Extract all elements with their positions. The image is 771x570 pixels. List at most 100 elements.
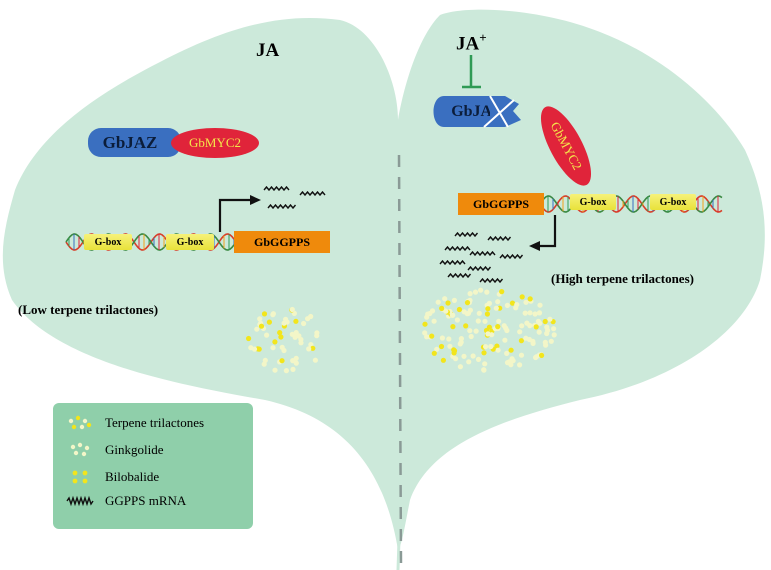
promoter-right: GbGGPPS xyxy=(458,193,544,215)
mrna-left xyxy=(299,190,326,197)
ja-signal-right: JA+ xyxy=(456,30,487,55)
promoter-left: GbGGPPS xyxy=(234,231,330,253)
right-bilobalide-dot xyxy=(456,306,462,313)
right-bilobalide-dot xyxy=(495,324,501,330)
right-ginkgolide-dot xyxy=(475,356,482,362)
right-ginkgolide-dot xyxy=(435,299,441,305)
right-ginkgolide-dot xyxy=(532,311,538,317)
right-ginkgolide-dot xyxy=(537,302,543,308)
mrna-right xyxy=(444,245,471,252)
right-ginkgolide-dot xyxy=(473,328,479,334)
right-bilobalide-dot xyxy=(431,350,437,356)
right-ginkgolide-dot xyxy=(422,330,428,336)
left-bilobalide-dot xyxy=(261,311,268,317)
right-ginkgolide-dot xyxy=(527,323,533,329)
left-ginkgolide-dot xyxy=(264,332,270,338)
right-ginkgolide-dot xyxy=(481,367,487,373)
right-ginkgolide-dot xyxy=(453,356,459,362)
right-ginkgolide-dot xyxy=(482,318,488,324)
left-ginkgolide-dot xyxy=(296,333,302,339)
right-ginkgolide-dot xyxy=(451,297,457,303)
right-bilobalide-dot xyxy=(542,318,548,325)
right-bilobalide-dot xyxy=(494,343,500,349)
left-bilobalide-dot xyxy=(293,318,299,324)
degraded-jaz-protein xyxy=(433,96,521,127)
right-ginkgolide-dot xyxy=(476,310,482,316)
right-bilobalide-dot xyxy=(508,347,514,353)
right-ginkgolide-dot xyxy=(485,331,491,337)
mrna-right xyxy=(454,231,479,238)
right-ginkgolide-dot xyxy=(478,287,484,293)
left-ginkgolide-dot xyxy=(312,357,318,363)
left-ginkgolide-dot xyxy=(301,320,307,327)
left-ginkgolide-dot xyxy=(305,316,311,322)
right-ginkgolide-dot xyxy=(424,314,430,320)
right-ginkgolide-dot xyxy=(519,323,525,329)
mrna-right xyxy=(469,250,496,257)
left-bilobalide-dot xyxy=(310,345,316,351)
right-ginkgolide-dot xyxy=(483,344,489,350)
right-ginkgolide-dot xyxy=(454,317,460,323)
right-ginkgolide-dot xyxy=(449,312,455,318)
right-ginkgolide-dot xyxy=(503,325,509,331)
left-ginkgolide-dot xyxy=(306,346,312,352)
right-ginkgolide-dot xyxy=(495,347,501,353)
gbox-left-2: G-box xyxy=(166,234,214,250)
right-ginkgolide-dot xyxy=(424,334,430,340)
left-bilobalide-dot xyxy=(278,334,284,340)
right-ginkgolide-dot xyxy=(504,350,510,356)
right-ginkgolide-dot xyxy=(466,359,472,365)
left-bilobalide-dot xyxy=(246,335,252,342)
outcome-right: (High terpene trilactones) xyxy=(551,271,694,286)
jaz-label-right: GbJAZ xyxy=(451,102,503,120)
jaz-crack-2 xyxy=(483,99,515,128)
mrna-right xyxy=(467,265,492,272)
right-bilobalide-dot xyxy=(463,323,469,329)
right-ginkgolide-dot xyxy=(447,343,453,349)
right-bilobalide-dot xyxy=(464,300,471,306)
right-ginkgolide-dot xyxy=(523,299,529,305)
right-ginkgolide-dot xyxy=(533,354,540,360)
mrna-wave-icon xyxy=(66,495,94,507)
legend-panel: Terpene trilactones Ginkgolide Bilobalid… xyxy=(53,403,253,529)
right-bilobalide-dot xyxy=(485,306,491,312)
right-ginkgolide-dot xyxy=(439,335,445,341)
left-ginkgolide-dot xyxy=(257,316,263,322)
mrna-right xyxy=(447,272,472,279)
pale-dots-icon xyxy=(70,442,90,457)
right-bilobalide-dot xyxy=(533,324,539,330)
right-ginkgolide-dot xyxy=(465,310,472,316)
mrna-right-group xyxy=(439,231,524,284)
right-bilobalide-dot xyxy=(451,350,457,356)
right-bilobalide-dot xyxy=(499,289,505,295)
right-ginkgolide-dot xyxy=(542,339,548,345)
right-ginkgolide-dot xyxy=(470,353,476,359)
myc2-protein-left xyxy=(171,128,259,158)
left-bilobalide-dot xyxy=(272,339,278,345)
left-bilobalide-dot xyxy=(266,319,272,325)
right-ginkgolide-dot xyxy=(547,316,553,322)
right-ginkgolide-dot xyxy=(548,338,554,344)
mixed-dots-icon xyxy=(68,415,92,430)
right-ginkgolide-dot xyxy=(475,318,481,324)
right-ginkgolide-dot xyxy=(472,289,479,295)
left-ginkgolide-dot xyxy=(270,345,276,351)
jaz-protein-left xyxy=(88,128,181,157)
left-ginkgolide-dot xyxy=(283,368,289,374)
left-ginkgolide-dot xyxy=(289,306,295,313)
mrna-left-group xyxy=(263,185,326,210)
myc2-label-left: GbMYC2 xyxy=(188,135,241,150)
right-ginkgolide-dot xyxy=(551,326,557,332)
right-ginkgolide-dot xyxy=(517,329,523,335)
outcome-left: (Low terpene trilactones) xyxy=(18,302,159,317)
right-ginkgolide-dot xyxy=(496,318,502,324)
ja-signal-right-sup: + xyxy=(479,30,487,45)
right-bilobalide-dot xyxy=(539,352,545,358)
right-ginkgolide-dot xyxy=(461,353,467,359)
right-ginkgolide-dot xyxy=(545,327,551,333)
right-ginkgolide-dot xyxy=(468,333,474,340)
right-bilobalide-dot xyxy=(440,357,446,363)
left-ginkgolide-dot xyxy=(281,320,287,326)
transcription-arrow-right xyxy=(540,215,557,248)
